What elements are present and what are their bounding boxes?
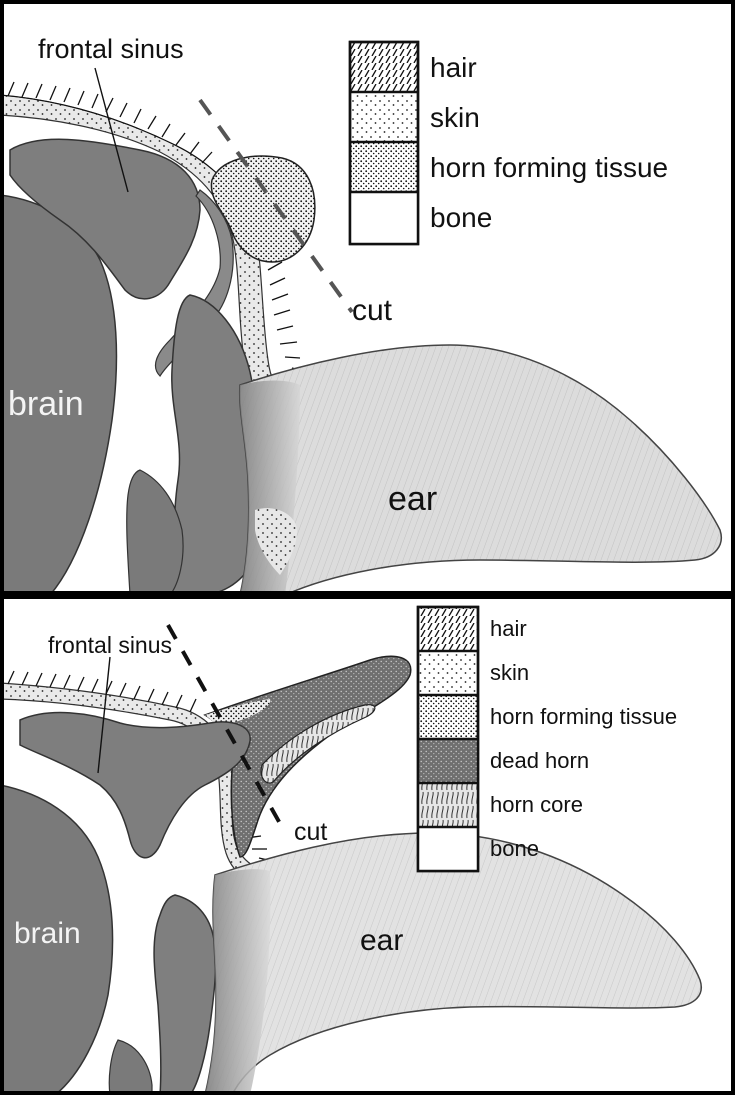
- ear-label: ear: [388, 480, 437, 518]
- legend-label: horn forming tissue: [430, 152, 668, 183]
- legend-label: dead horn: [490, 748, 589, 773]
- legend-skin-swatch: [350, 92, 418, 142]
- frontal-sinus-label-2: frontal sinus: [48, 632, 172, 658]
- legend-horn-forming-tissue-swatch: [418, 695, 478, 739]
- panel-bottom: frontal sinus brain ear cut hair s: [0, 595, 735, 1095]
- panel-top-drawing: frontal sinus brain ear cut hair skin ho…: [0, 0, 735, 595]
- brain-label-2: brain: [14, 917, 81, 950]
- legend-label: hair: [430, 52, 477, 83]
- frontal-sinus-label: frontal sinus: [38, 34, 184, 64]
- cut-label-2: cut: [294, 818, 327, 846]
- legend-bone-swatch: [350, 192, 418, 244]
- ear-label-2: ear: [360, 924, 403, 957]
- legend-skin-swatch: [418, 651, 478, 695]
- legend-label: hair: [490, 616, 527, 641]
- cut-label: cut: [352, 294, 393, 327]
- legend-hair-swatch: [418, 607, 478, 651]
- legend-hair-swatch: [350, 42, 418, 92]
- legend-label: horn core: [490, 792, 583, 817]
- legend-label: skin: [490, 660, 529, 685]
- legend-label: horn forming tissue: [490, 704, 677, 729]
- panel-bottom-drawing: frontal sinus brain ear cut hair s: [0, 595, 735, 1095]
- brain-label: brain: [8, 385, 84, 423]
- legend-label: bone: [490, 836, 539, 861]
- panel-top: frontal sinus brain ear cut hair skin ho…: [0, 0, 735, 595]
- legend-label: skin: [430, 102, 480, 133]
- legend-bone-swatch: [418, 827, 478, 871]
- legend-label: bone: [430, 202, 492, 233]
- legend-dead-horn-swatch: [418, 739, 478, 783]
- legend-horn-forming-tissue-swatch: [350, 142, 418, 192]
- legend-horn-core-swatch: [418, 783, 478, 827]
